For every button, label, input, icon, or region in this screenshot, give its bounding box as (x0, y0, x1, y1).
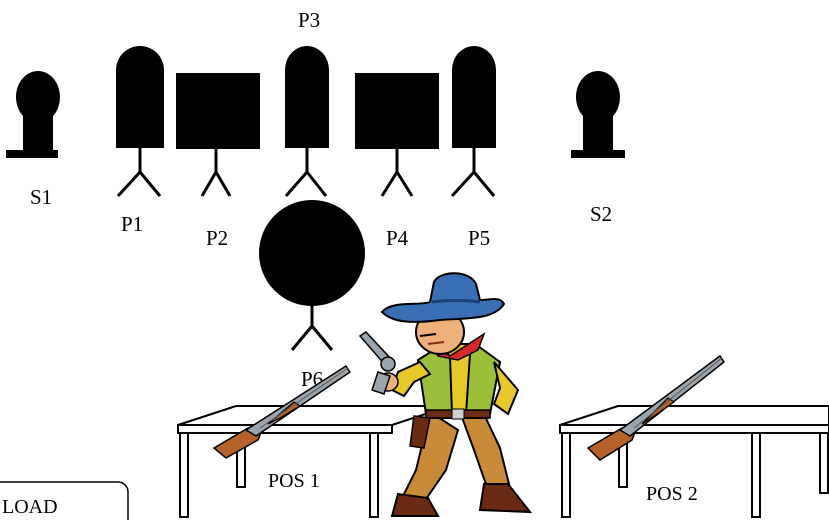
cowboy-shooter-icon (358, 272, 533, 517)
label-p2: P2 (206, 226, 228, 250)
paper-target-p3 (284, 46, 329, 197)
load-box: LOAD (0, 481, 129, 520)
paper-target-p1 (116, 46, 164, 198)
steel-target-s1 (6, 71, 60, 158)
loading-table-pos1 (177, 405, 451, 518)
label-p1: P1 (121, 212, 143, 236)
label-pos1: POS 1 (268, 470, 320, 492)
label-p3: P3 (298, 8, 320, 32)
load-label: LOAD (2, 496, 58, 518)
label-pos2: POS 2 (646, 483, 698, 505)
label-p5: P5 (468, 226, 490, 250)
paper-target-p2 (176, 73, 260, 197)
shotgun-pos1 (212, 364, 352, 459)
label-s2: S2 (590, 202, 612, 226)
label-p4: P4 (386, 226, 409, 250)
paper-target-p4 (355, 73, 439, 197)
steel-target-s2 (571, 71, 625, 158)
shotgun-pos2 (586, 354, 726, 461)
paper-target-p6 (259, 200, 365, 351)
label-s1: S1 (30, 185, 52, 209)
loading-table-pos2 (559, 405, 829, 518)
paper-target-p5 (450, 46, 496, 198)
